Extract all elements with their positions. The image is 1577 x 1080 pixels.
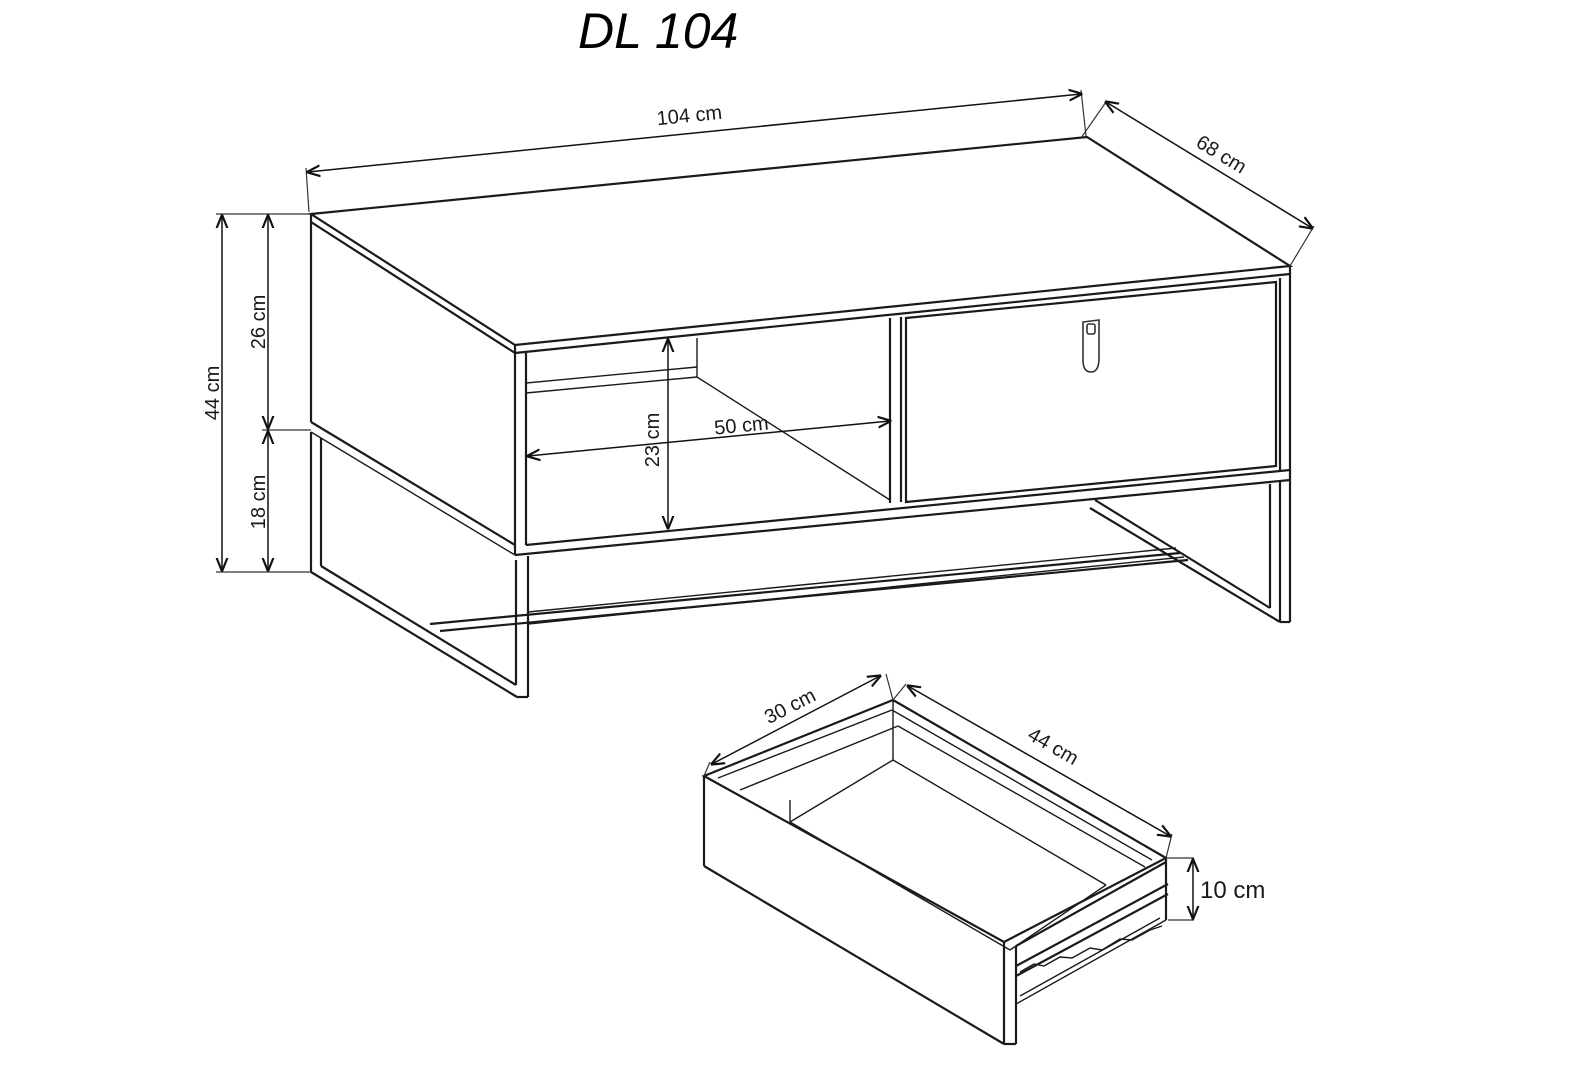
- page-title: DL 104: [578, 3, 739, 59]
- dimension-leg-height-label: 18 cm: [248, 475, 270, 529]
- dimension-shelf-width-label: 50 cm: [713, 412, 769, 439]
- drawer-front: [904, 280, 1278, 504]
- dimension-total-height-label: 44 cm: [202, 366, 224, 420]
- dimension-depth-label: 68 cm: [1192, 131, 1250, 178]
- drawer: [701, 698, 1169, 1046]
- dimension-body-height-label: 26 cm: [248, 295, 270, 349]
- dimension-drawer-depth-label: 44 cm: [1024, 724, 1082, 770]
- dimension-width-label: 104 cm: [656, 102, 723, 130]
- strap-handle-icon: [1082, 319, 1100, 373]
- coffee-table: [307, 135, 1294, 699]
- dimension-shelf-height-label: 23 cm: [642, 413, 664, 467]
- tabletop: [307, 135, 1294, 347]
- dimension-drawer-height-label: 10 cm: [1200, 877, 1265, 904]
